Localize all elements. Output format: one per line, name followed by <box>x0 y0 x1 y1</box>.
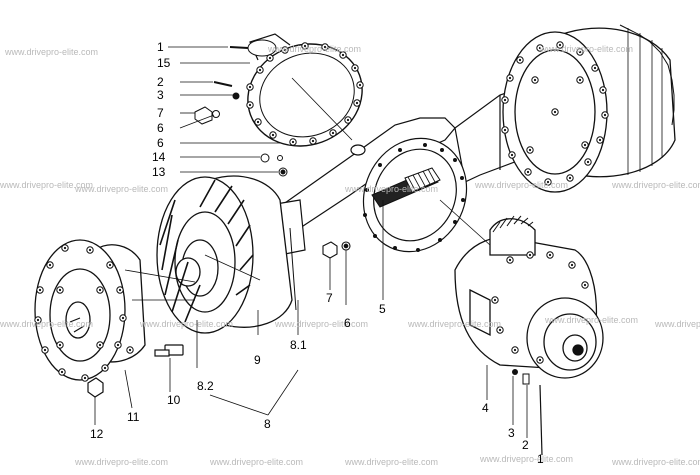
watermark: www.drivepro-elite.com <box>611 180 700 190</box>
callout-1-top: 1 <box>157 40 164 54</box>
callout-15: 15 <box>157 56 171 70</box>
watermark: www.drivepro-elite.com <box>209 457 303 467</box>
cover-plate <box>229 33 363 147</box>
watermark: www.drivepro-elite.com <box>74 184 168 194</box>
callout-labels: 1 15 2 3 7 6 6 14 13 7 6 5 9 8.1 8.2 8 1… <box>90 40 544 466</box>
leader-lines <box>94 46 528 438</box>
watermark: www.drivepro-elite.com <box>479 454 573 464</box>
callout-11: 11 <box>127 410 140 424</box>
nut-12 <box>87 377 104 398</box>
differential-carrier <box>439 199 604 379</box>
callout-8-1: 8.1 <box>290 338 307 352</box>
callout-3-top: 3 <box>157 88 164 102</box>
callout-5: 5 <box>379 302 386 316</box>
callout-9: 9 <box>254 353 261 367</box>
callout-4: 4 <box>482 401 489 415</box>
nut-washer-middle <box>289 227 351 311</box>
watermark: www.drivepro-elite.com <box>407 319 501 329</box>
watermark: www.drivepro-elite.com <box>344 184 438 194</box>
diff-fasteners-bottom <box>512 369 543 456</box>
spline-shaft <box>371 167 441 208</box>
watermark: www.drivepro-elite.com <box>611 457 700 467</box>
watermark: www.drivepro-elite.com <box>0 180 93 190</box>
watermarks: www.drivepro-elite.com www.drivepro-elit… <box>0 44 700 467</box>
callout-6-mid: 6 <box>344 316 351 330</box>
watermark: www.drivepro-elite.com <box>654 319 700 329</box>
watermark: www.drivepro-elite.com <box>474 180 568 190</box>
callout-7-mid: 7 <box>326 291 333 305</box>
callout-8-2: 8.2 <box>197 379 214 393</box>
callout-2-bottom: 2 <box>522 438 529 452</box>
callout-13: 13 <box>152 165 166 179</box>
callout-6-left-a: 6 <box>157 121 164 135</box>
banjo-bolt-ring <box>363 143 465 252</box>
callout-12: 12 <box>90 427 104 441</box>
brake-drum <box>156 175 293 334</box>
watermark: www.drivepro-elite.com <box>539 44 633 54</box>
watermark: www.drivepro-elite.com <box>4 47 98 57</box>
callout-3-bottom: 3 <box>508 426 515 440</box>
callout-14: 14 <box>152 150 166 164</box>
callout-2-top: 2 <box>157 75 164 89</box>
callout-10: 10 <box>167 393 181 407</box>
bolt-10 <box>154 344 184 357</box>
callout-1-bottom: 1 <box>537 452 544 466</box>
watermark: www.drivepro-elite.com <box>344 457 438 467</box>
watermark: www.drivepro-elite.com <box>74 457 168 467</box>
watermark: www.drivepro-elite.com <box>0 319 93 329</box>
callout-6-left-b: 6 <box>157 136 164 150</box>
callout-7-left: 7 <box>157 106 164 120</box>
watermark: www.drivepro-elite.com <box>267 44 361 54</box>
watermark: www.drivepro-elite.com <box>544 315 638 325</box>
watermark: www.drivepro-elite.com <box>139 319 233 329</box>
small-fasteners-left <box>194 81 288 177</box>
watermark: www.drivepro-elite.com <box>274 319 368 329</box>
callout-8: 8 <box>264 417 271 431</box>
